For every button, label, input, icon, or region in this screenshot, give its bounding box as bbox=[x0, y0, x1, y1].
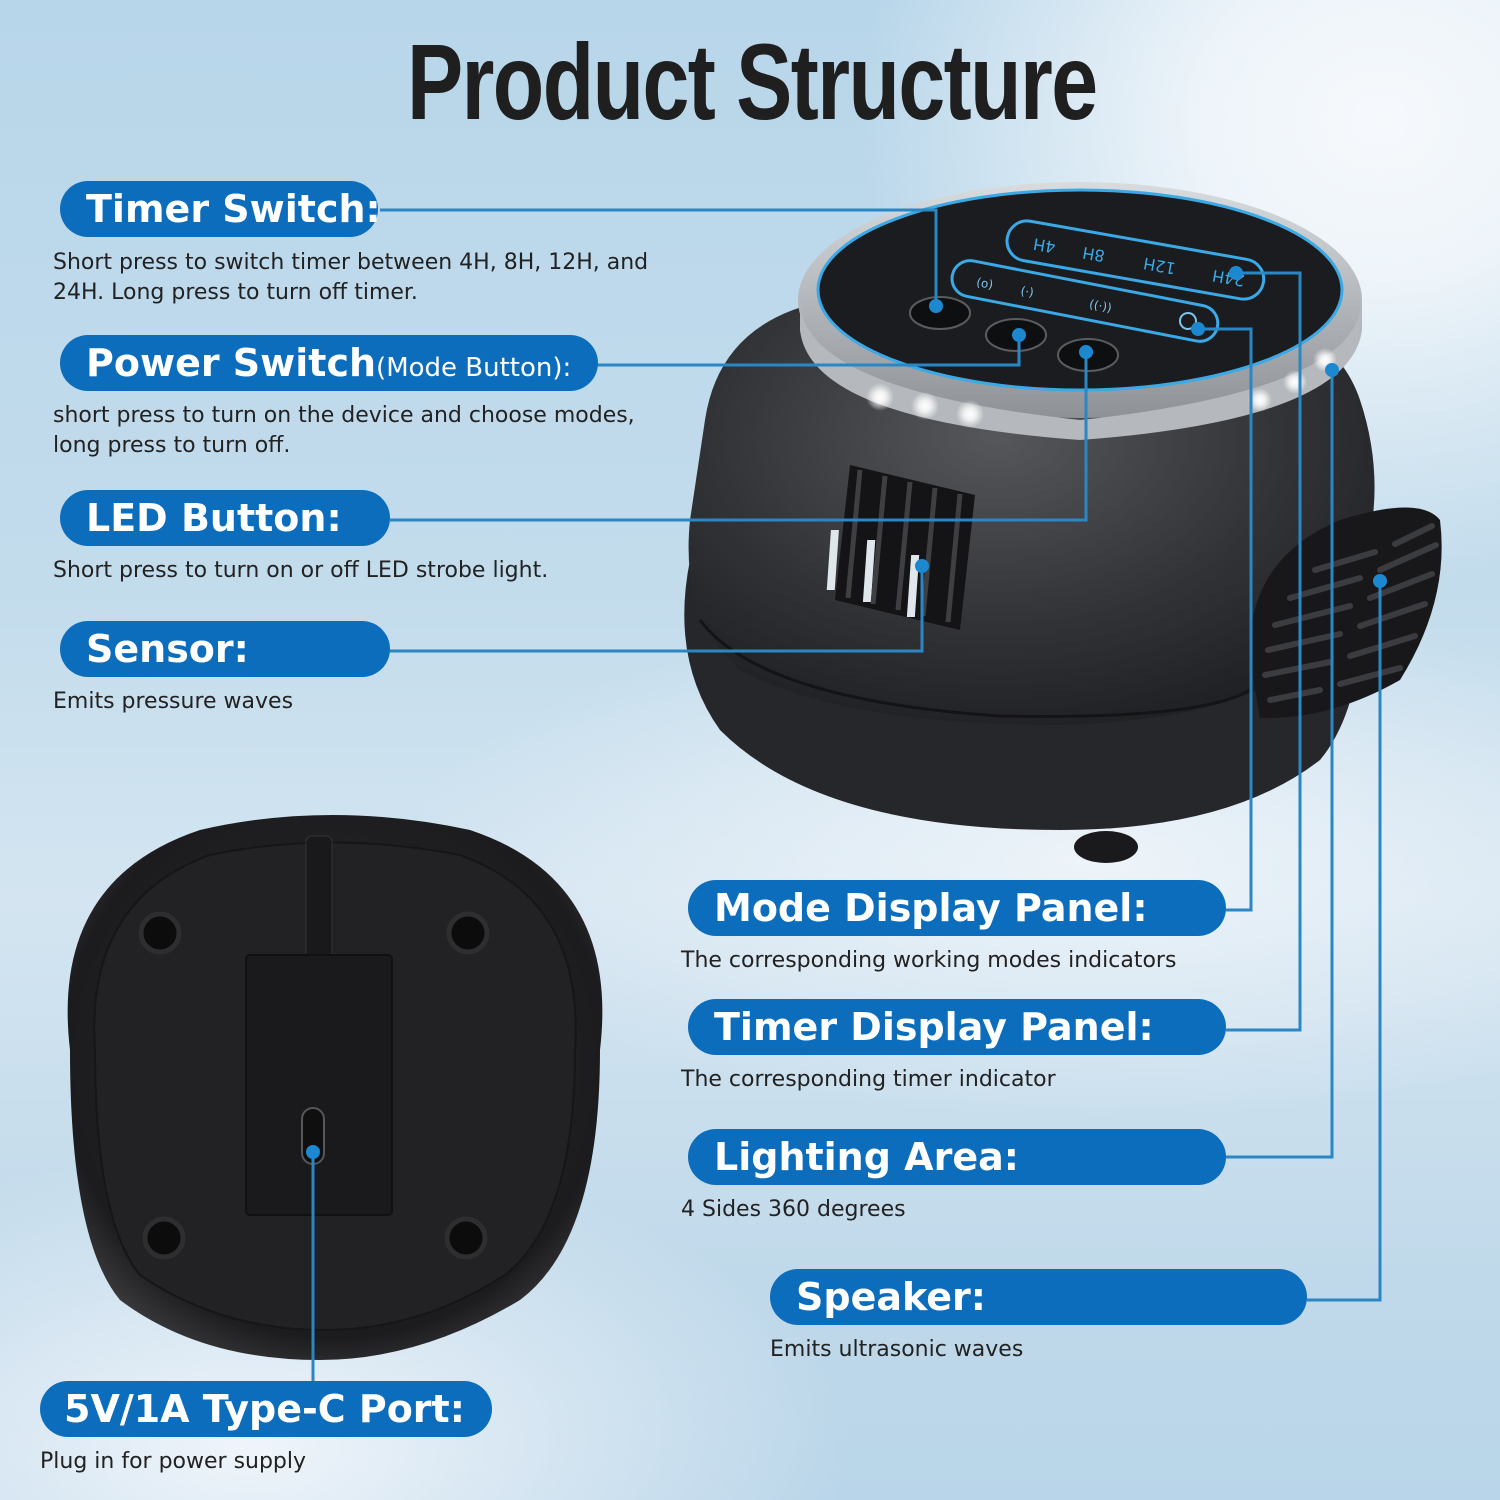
speaker-description: Emits ultrasonic waves bbox=[770, 1337, 1024, 1362]
type-c-port-label-text: 5V/1A Type-C Port: bbox=[64, 1387, 465, 1431]
device-bottom-view bbox=[67, 815, 603, 1360]
timer-display-panel-label: Timer Display Panel: bbox=[688, 999, 1226, 1055]
power-switch-sublabel: (Mode Button): bbox=[376, 353, 572, 383]
lighting-area-description: 4 Sides 360 degrees bbox=[681, 1197, 906, 1222]
sensor-vent bbox=[826, 465, 975, 630]
lighting-area-label: Lighting Area: bbox=[688, 1129, 1226, 1185]
timer-switch-label-text: Timer Switch: bbox=[86, 187, 381, 231]
mode-display-panel-description: The corresponding working modes indicato… bbox=[681, 948, 1177, 973]
speaker-label: Speaker: bbox=[770, 1269, 1307, 1325]
power-switch-description: short press to turn on the device and ch… bbox=[53, 403, 635, 458]
mode-display-panel-label: Mode Display Panel: bbox=[688, 880, 1226, 936]
timer-switch-description: Short press to switch timer between 4H, … bbox=[53, 250, 649, 305]
speaker-label-text: Speaker: bbox=[796, 1275, 986, 1319]
sensor-label-text: Sensor: bbox=[86, 627, 249, 671]
timer-display-panel-label-text: Timer Display Panel: bbox=[714, 1005, 1154, 1049]
led-button-label-text: LED Button: bbox=[86, 496, 342, 540]
power-switch-label-text: Power Switch bbox=[86, 341, 377, 385]
svg-text:8H: 8H bbox=[1081, 243, 1106, 266]
svg-text:(o): (o) bbox=[975, 275, 994, 292]
led-button-description: Short press to turn on or off LED strobe… bbox=[53, 558, 549, 583]
mode-display-panel: (o) (·) ((·)) bbox=[950, 259, 1220, 343]
svg-text:4H: 4H bbox=[1032, 234, 1057, 257]
type-c-port-description: Plug in for power supply bbox=[40, 1449, 307, 1474]
type-c-port-label: 5V/1A Type-C Port: bbox=[40, 1381, 492, 1437]
page-title: Product Structure bbox=[406, 21, 1098, 142]
sensor-description: Emits pressure waves bbox=[53, 689, 294, 714]
svg-text:((·)): ((·)) bbox=[1088, 297, 1113, 315]
control-panel bbox=[816, 188, 1344, 392]
led-button-label: LED Button: bbox=[60, 490, 390, 546]
sensor-label: Sensor: bbox=[60, 621, 390, 677]
timer-display-panel-description: The corresponding timer indicator bbox=[681, 1067, 1056, 1092]
timer-switch-label: Timer Switch: bbox=[60, 181, 381, 237]
speaker-grille bbox=[1249, 507, 1442, 719]
led-sparkles bbox=[866, 348, 1337, 428]
device-main-view: 4H 8H 12H 24H (o) (·) ((·)) bbox=[684, 182, 1442, 863]
power-switch-label: Power Switch(Mode Button): bbox=[60, 335, 598, 391]
lighting-area-label-text: Lighting Area: bbox=[714, 1135, 1019, 1179]
svg-text:(·): (·) bbox=[1019, 284, 1035, 300]
leader-lines bbox=[306, 208, 1387, 1410]
mode-display-panel-label-text: Mode Display Panel: bbox=[714, 886, 1148, 930]
